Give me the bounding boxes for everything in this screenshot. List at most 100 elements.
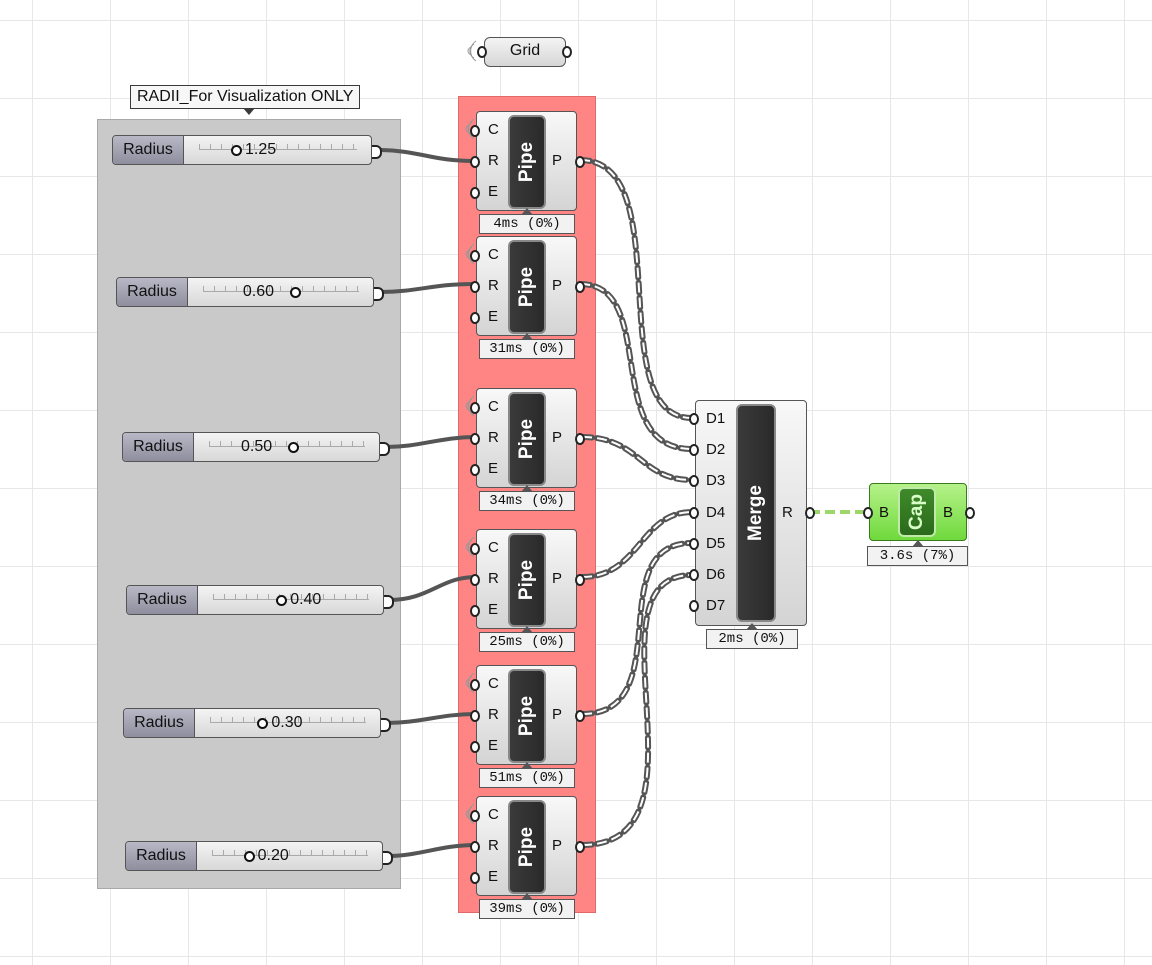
pipe-output-p[interactable]: P xyxy=(552,837,563,854)
pipe-input-r[interactable]: R xyxy=(488,706,499,723)
pipe-port-r[interactable] xyxy=(470,574,480,586)
pipe-time: 34ms (0%) xyxy=(479,485,575,511)
slider-output-port[interactable] xyxy=(381,718,391,732)
radius-slider-2[interactable]: Radius 0.60 xyxy=(116,277,384,307)
pipe-port-e[interactable] xyxy=(470,464,480,476)
pipe-input-r[interactable]: R xyxy=(488,837,499,854)
radius-slider-4[interactable]: Radius 0.40 xyxy=(126,585,394,615)
pipe-port-r[interactable] xyxy=(470,156,480,168)
slider-output-port[interactable] xyxy=(383,851,393,865)
merge-input-d6[interactable]: D6 xyxy=(706,566,726,583)
pipe-port-p[interactable] xyxy=(575,156,585,168)
pipe-input-e[interactable]: E xyxy=(488,308,499,325)
pipe-input-c[interactable]: C xyxy=(488,539,499,556)
pipe-port-c[interactable] xyxy=(470,402,480,414)
pipe-port-e[interactable] xyxy=(470,605,480,617)
pipe-port-e[interactable] xyxy=(470,741,480,753)
merge-port-d5[interactable] xyxy=(689,538,699,550)
radius-slider-5[interactable]: Radius 0.30 xyxy=(123,708,391,738)
pipe-port-p[interactable] xyxy=(575,574,585,586)
pipe-input-r[interactable]: R xyxy=(488,277,499,294)
pipe-input-c[interactable]: C xyxy=(488,806,499,823)
cap-component[interactable]: Cap B B xyxy=(869,483,967,541)
pipe-output-p[interactable]: P xyxy=(552,706,563,723)
cap-input-b[interactable]: B xyxy=(879,504,890,521)
slider-knob[interactable] xyxy=(276,595,288,606)
pipe-port-c[interactable] xyxy=(470,810,480,822)
cap-port-out[interactable] xyxy=(965,507,975,519)
merge-component[interactable]: Merge D1 D2 D3 D4 D5 D6 D7 R xyxy=(695,400,807,626)
slider-knob[interactable] xyxy=(231,145,242,156)
radius-slider-3[interactable]: Radius 0.50 xyxy=(122,432,390,462)
pipe-component-5[interactable]: Pipe C R E P xyxy=(476,665,577,765)
pipe-port-p[interactable] xyxy=(575,433,585,445)
pipe-port-c[interactable] xyxy=(470,125,480,137)
pipe-input-r[interactable]: R xyxy=(488,570,499,587)
cap-output-b[interactable]: B xyxy=(943,504,954,521)
merge-input-d5[interactable]: D5 xyxy=(706,535,726,552)
pipe-output-p[interactable]: P xyxy=(552,277,563,294)
merge-port-d3[interactable] xyxy=(689,475,699,487)
pipe-port-r[interactable] xyxy=(470,841,480,853)
grid-param[interactable]: Grid xyxy=(484,37,566,67)
merge-port-d7[interactable] xyxy=(689,600,699,612)
pipe-component-1[interactable]: Pipe C R E P xyxy=(476,111,577,211)
pipe-input-e[interactable]: E xyxy=(488,737,499,754)
slider-knob[interactable] xyxy=(257,718,269,729)
pipe-output-p[interactable]: P xyxy=(552,152,563,169)
pipe-input-r[interactable]: R xyxy=(488,152,499,169)
slider-output-port[interactable] xyxy=(372,145,382,159)
group-label[interactable]: RADII_For Visualization ONLY xyxy=(130,85,361,115)
pipe-input-e[interactable]: E xyxy=(488,601,499,618)
pipe-input-c[interactable]: C xyxy=(488,246,499,263)
cap-port-in[interactable] xyxy=(863,507,873,519)
pipe-component-4[interactable]: Pipe C R E P xyxy=(476,529,577,629)
slider-output-port[interactable] xyxy=(380,442,390,456)
slider-knob[interactable] xyxy=(243,851,255,862)
merge-output-r[interactable]: R xyxy=(782,504,793,521)
merge-input-d4[interactable]: D4 xyxy=(706,504,726,521)
pipe-port-r[interactable] xyxy=(470,710,480,722)
pipe-input-r[interactable]: R xyxy=(488,429,499,446)
pipe-port-r[interactable] xyxy=(470,281,480,293)
pipe-port-p[interactable] xyxy=(575,710,585,722)
pipe-input-e[interactable]: E xyxy=(488,460,499,477)
pipe-input-e[interactable]: E xyxy=(488,183,499,200)
merge-port-d1[interactable] xyxy=(689,413,699,425)
merge-port-r[interactable] xyxy=(805,507,815,519)
pipe-input-c[interactable]: C xyxy=(488,121,499,138)
pipe-port-c[interactable] xyxy=(470,250,480,262)
merge-input-d3[interactable]: D3 xyxy=(706,472,726,489)
merge-input-d1[interactable]: D1 xyxy=(706,410,726,427)
pipe-output-p[interactable]: P xyxy=(552,570,563,587)
pipe-port-p[interactable] xyxy=(575,281,585,293)
radius-slider-1[interactable]: Radius 1.25 xyxy=(112,135,382,165)
pipe-port-r[interactable] xyxy=(470,433,480,445)
grid-input-port[interactable] xyxy=(477,46,487,58)
merge-port-d2[interactable] xyxy=(689,444,699,456)
pipe-port-c[interactable] xyxy=(470,543,480,555)
slider-knob[interactable] xyxy=(289,287,301,298)
grid-output-port[interactable] xyxy=(562,46,572,58)
radii-group[interactable] xyxy=(97,119,401,889)
pipe-input-c[interactable]: C xyxy=(488,398,499,415)
pipe-output-p[interactable]: P xyxy=(552,429,563,446)
slider-output-port[interactable] xyxy=(374,287,384,301)
merge-port-d6[interactable] xyxy=(689,569,699,581)
pipe-component-3[interactable]: Pipe C R E P xyxy=(476,388,577,488)
pipe-port-c[interactable] xyxy=(470,679,480,691)
pipe-input-e[interactable]: E xyxy=(488,868,499,885)
pipe-component-2[interactable]: Pipe C R E P xyxy=(476,236,577,336)
pipe-port-p[interactable] xyxy=(575,841,585,853)
pipe-port-e[interactable] xyxy=(470,187,480,199)
pipe-component-6[interactable]: Pipe C R E P xyxy=(476,796,577,896)
pipe-input-c[interactable]: C xyxy=(488,675,499,692)
slider-knob[interactable] xyxy=(288,442,299,453)
pipe-port-e[interactable] xyxy=(470,312,480,324)
slider-output-port[interactable] xyxy=(384,595,394,609)
pipe-port-e[interactable] xyxy=(470,872,480,884)
merge-input-d7[interactable]: D7 xyxy=(706,597,726,614)
radius-slider-6[interactable]: Radius 0.20 xyxy=(125,841,393,871)
merge-input-d2[interactable]: D2 xyxy=(706,441,726,458)
merge-port-d4[interactable] xyxy=(689,507,699,519)
